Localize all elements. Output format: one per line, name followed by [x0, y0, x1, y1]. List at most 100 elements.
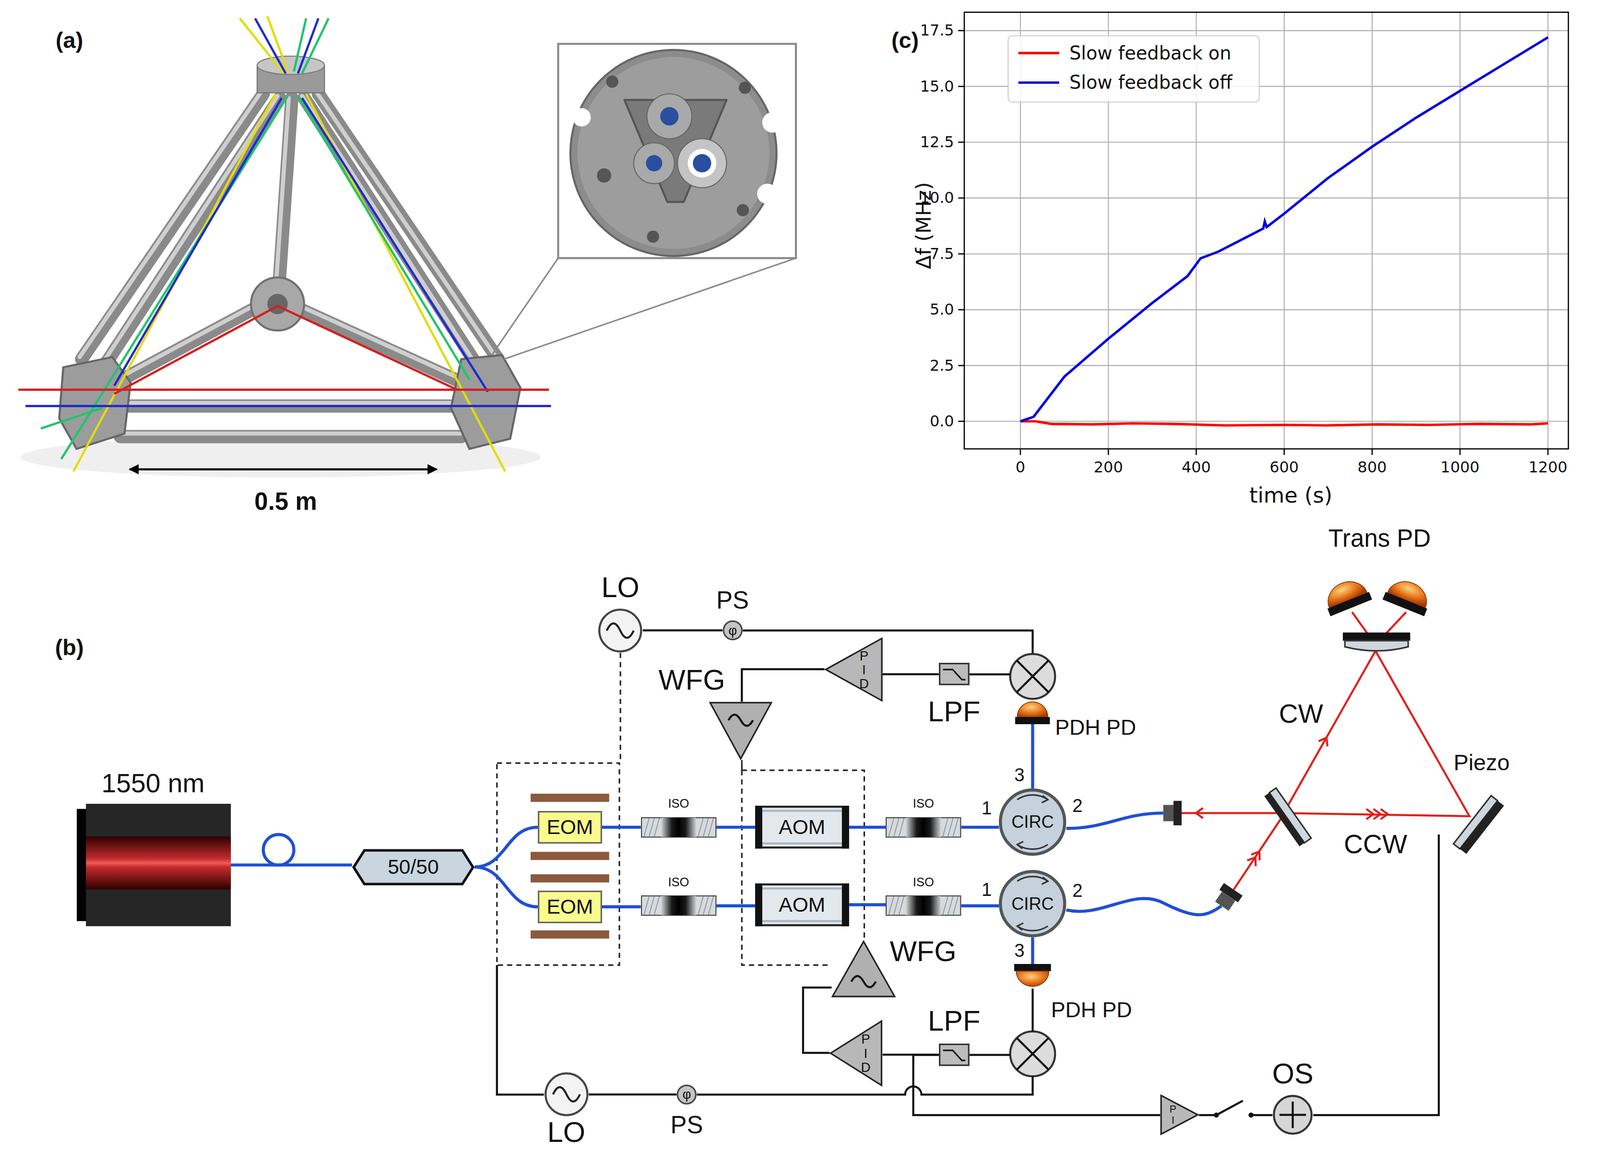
frame-illustration-part-part — [18, 306, 549, 394]
setup-wiring-part-part — [1247, 849, 1264, 867]
setup-wiring-part-part — [1283, 651, 1470, 817]
frame-illustration-part — [18, 16, 551, 472]
waveform-generator-shape-part — [832, 941, 896, 997]
setup-wiring-part — [530, 874, 610, 883]
frame-illustration-part — [557, 43, 796, 259]
setup-wiring-part — [741, 760, 743, 771]
legend-text: Slow feedback on — [1069, 42, 1232, 64]
photodetector-shape-part — [1015, 717, 1050, 725]
axis-title: Δf (MHz) — [912, 181, 937, 270]
low-pass-filter-shape-part — [939, 663, 969, 686]
frame-illustration-part — [687, 149, 717, 178]
phase-shifter-shape-part — [723, 621, 742, 640]
drift-chart-part — [964, 12, 1569, 450]
setup-wiring-part — [1016, 660, 1049, 693]
frame-illustration-part — [570, 49, 777, 257]
node-text: EOM — [546, 815, 593, 840]
setup-wiring-part — [1313, 834, 1439, 1116]
drift-chart-part — [1020, 421, 1549, 427]
signal-wire — [588, 1093, 677, 1096]
node-label: PDH PD — [1054, 715, 1137, 740]
setup-wiring-part — [619, 652, 622, 764]
node-label: PDH PD — [1051, 997, 1133, 1023]
tick-label: 17.5 — [920, 21, 955, 40]
aom-modulator-shape-part — [841, 883, 850, 927]
optical-circulator-shape-part — [1017, 923, 1024, 931]
tick-label: 0 — [1015, 458, 1026, 477]
transmission-photodetectors-shape-part-part — [1382, 592, 1428, 617]
optical-isolator-shape-part — [886, 817, 961, 838]
waveform-generator-shape-part — [851, 976, 877, 988]
port-number: 1 — [981, 797, 992, 819]
transmission-photodetectors-shape-part — [1382, 575, 1435, 617]
aom-modulator-shape-part — [755, 883, 763, 927]
local-oscillator-shape-part — [552, 1087, 580, 1103]
optical-circulator: CIRC — [998, 788, 1067, 856]
optical-fiber — [849, 903, 887, 907]
optical-fiber — [602, 826, 641, 830]
setup-wiring-part-part-part — [1366, 809, 1374, 820]
optical-isolator-shape-part — [886, 896, 961, 916]
frame-illustration-part — [692, 154, 712, 173]
node-text: 50/50 — [387, 855, 439, 879]
local-oscillator: LO — [597, 608, 643, 654]
phase-shifter: PSφ — [676, 1084, 698, 1106]
laser-source: 1550 nm — [76, 804, 231, 927]
pid-controller-shape — [829, 1020, 883, 1087]
aom-modulator: AOM — [755, 883, 850, 927]
axis-title: time (s) — [1249, 483, 1333, 509]
drift-chart-part-part — [958, 420, 965, 423]
setup-wiring-part — [263, 834, 295, 866]
tick-label: 1000 — [1440, 458, 1480, 477]
setup-wiring-part — [1016, 1038, 1049, 1070]
waveform-generator-shape — [831, 940, 896, 998]
part-label: Piezo — [1453, 750, 1510, 777]
drift-chart-part-part — [964, 141, 1569, 143]
signal-wire — [642, 629, 723, 632]
optical-fiber — [961, 904, 1000, 908]
tick-label: 5.0 — [929, 300, 955, 319]
drift-chart — [958, 12, 1569, 456]
setup-wiring-part-part — [1366, 809, 1388, 820]
node-text: AOM — [778, 815, 826, 840]
optical-circulator-shape-part — [1042, 795, 1049, 804]
drift-chart-part-part — [1283, 449, 1285, 456]
setup-wiring-part-part — [1219, 883, 1243, 903]
node-text: P I — [1168, 1104, 1177, 1126]
signal-wire — [1198, 1101, 1273, 1116]
frame-illustration-part — [677, 138, 727, 188]
low-pass-filter-shape — [938, 1043, 970, 1067]
laser-source-shape — [76, 804, 231, 927]
tick-label: 0.0 — [929, 412, 955, 431]
setup-wiring-part-part — [1318, 735, 1331, 747]
node-label: ISO — [912, 796, 935, 811]
node-label: LPF — [927, 1005, 981, 1038]
waveform-generator: WFG — [831, 940, 896, 998]
drift-chart-part-part — [1547, 449, 1549, 456]
offset-summer-shape-part — [1279, 1102, 1306, 1129]
pid-controller: P I D — [824, 637, 883, 702]
frame-illustration-part — [646, 94, 692, 140]
drift-chart-part-part — [964, 197, 1569, 199]
drift-chart-part-part — [1195, 449, 1198, 456]
drift-chart-part-part — [958, 85, 965, 88]
photodetector-shape — [1014, 964, 1052, 989]
frame-illustration-part — [129, 468, 437, 471]
transmission-photodetectors-shape-part-part — [1327, 592, 1373, 617]
frame-illustration-part — [633, 142, 675, 184]
aom-modulator-shape-part — [841, 805, 850, 849]
optical-isolator: ISO — [640, 895, 717, 917]
pid-controller-shape-part — [825, 638, 882, 701]
drift-chart-part-part — [1107, 449, 1110, 456]
pi-controller: P I — [1160, 1094, 1199, 1136]
drift-chart-part-part — [1459, 449, 1461, 456]
frame-illustration-part — [577, 57, 770, 249]
port-number: 2 — [1072, 795, 1083, 817]
optical-fiber — [849, 826, 887, 830]
local-oscillator-shape-part — [606, 623, 634, 638]
setup-wiring-part — [530, 852, 610, 861]
beam-label: CCW — [1343, 829, 1408, 861]
setup-wiring-part — [1181, 612, 1470, 890]
setup-wiring-part-part-part — [1251, 849, 1264, 861]
